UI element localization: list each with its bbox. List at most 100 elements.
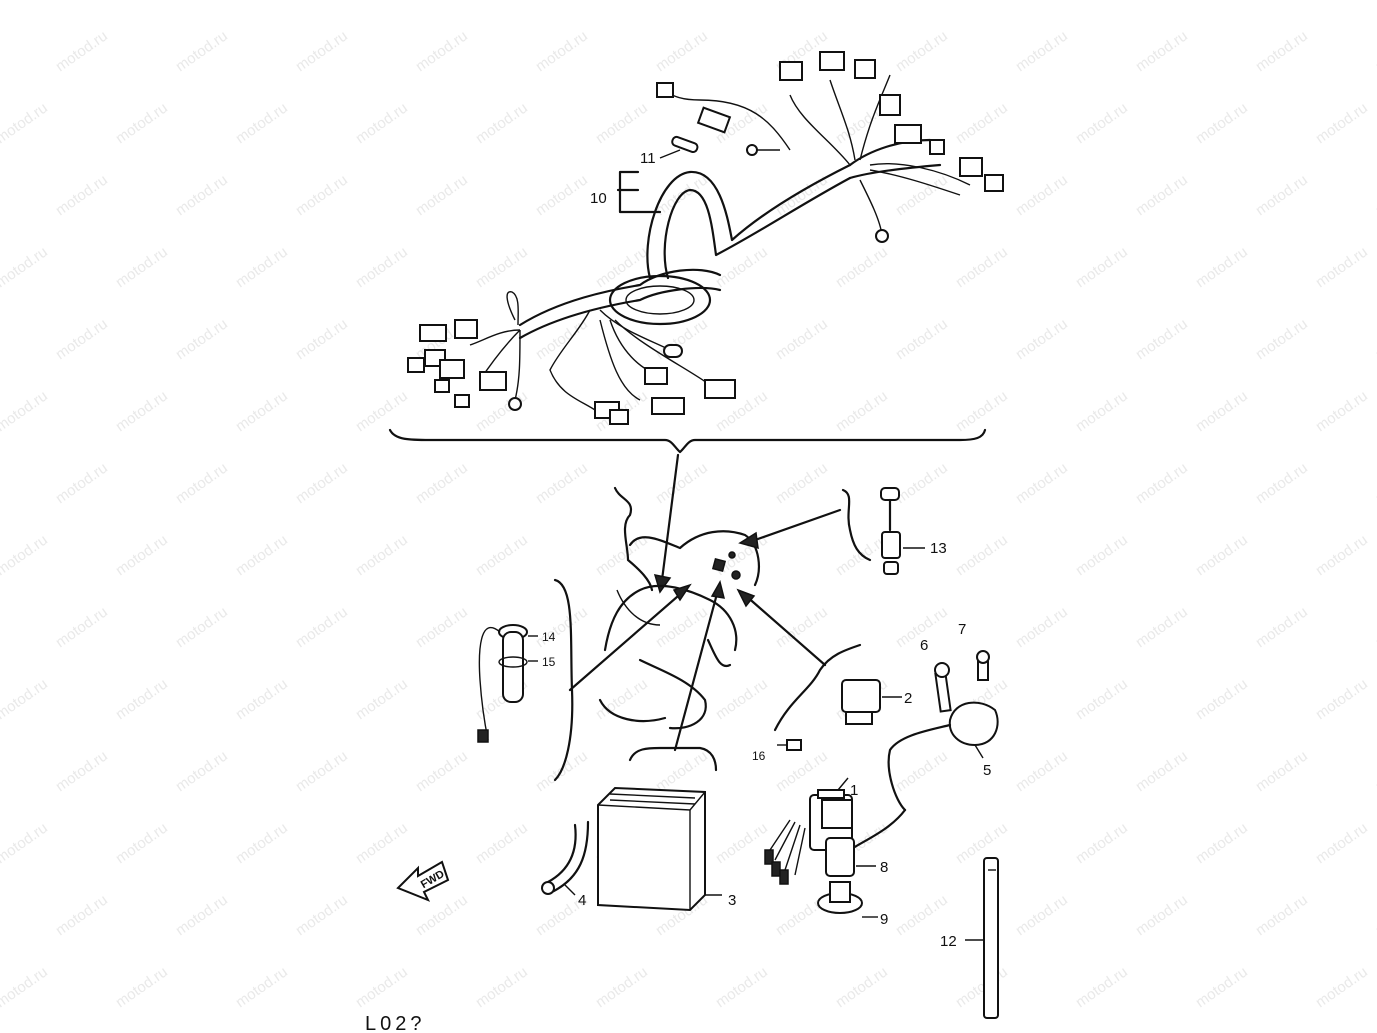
watermark-text: motod.ru [113, 963, 171, 1011]
watermark-text: motod.ru [413, 459, 471, 507]
watermark-text: motod.ru [1193, 675, 1251, 723]
watermark-text: motod.ru [653, 27, 711, 75]
watermark-text: motod.ru [1313, 0, 1371, 3]
watermark-text: motod.ru [413, 27, 471, 75]
watermark-text: motod.ru [1133, 27, 1191, 75]
watermark-text: motod.ru [773, 315, 831, 363]
watermark-text: motod.ru [1073, 387, 1131, 435]
watermark-text: motod.ru [1373, 459, 1377, 507]
watermark-text: motod.ru [353, 531, 411, 579]
callout-13: 13 [930, 540, 947, 557]
watermark-text: motod.ru [113, 531, 171, 579]
watermark-text: motod.ru [53, 459, 111, 507]
watermark-text: motod.ru [953, 819, 1011, 867]
watermark-text: motod.ru [0, 531, 51, 579]
watermark-text: motod.ru [293, 891, 351, 939]
part-13-switch [841, 487, 925, 575]
callout-3: 3 [728, 892, 736, 909]
part-5-6-7 [887, 650, 999, 812]
watermark-text: motod.ru [1313, 819, 1371, 867]
watermark-text: motod.ru [293, 27, 351, 75]
watermark-text: motod.ru [1253, 171, 1311, 219]
watermark-text: motod.ru [53, 603, 111, 651]
watermark-text: motod.ru [0, 963, 51, 1011]
watermark-text: motod.ru [1253, 891, 1311, 939]
watermark-text: motod.ru [533, 459, 591, 507]
harness-bracket [388, 428, 987, 454]
watermark-text: motod.ru [113, 243, 171, 291]
watermark-text: motod.ru [293, 459, 351, 507]
watermark-text: motod.ru [53, 315, 111, 363]
watermark-text: motod.ru [1313, 531, 1371, 579]
watermark-text: motod.ru [893, 315, 951, 363]
watermark-text: motod.ru [353, 99, 411, 147]
watermark-text: motod.ru [653, 747, 711, 795]
watermark-text: motod.ru [1193, 531, 1251, 579]
watermark-text: motod.ru [173, 27, 231, 75]
watermark-text: motod.ru [1013, 171, 1071, 219]
watermark-text: motod.ru [473, 387, 531, 435]
watermark-text: motod.ru [473, 99, 531, 147]
watermark-text: motod.ru [1133, 171, 1191, 219]
watermark-text: motod.ru [1013, 459, 1071, 507]
watermark-text: motod.ru [1013, 315, 1071, 363]
watermark-text: motod.ru [413, 891, 471, 939]
watermark-text: motod.ru [353, 675, 411, 723]
watermark-text: motod.ru [1013, 27, 1071, 75]
harness-leader [660, 453, 680, 582]
watermark-text: motod.ru [0, 819, 51, 867]
watermark-text: motod.ru [1073, 531, 1131, 579]
watermark-text: motod.ru [1013, 891, 1071, 939]
watermark-text: motod.ru [173, 459, 231, 507]
watermark-text: motod.ru [233, 963, 291, 1011]
watermark-text: motod.ru [533, 27, 591, 75]
watermark-text: motod.ru [413, 603, 471, 651]
watermark-text: motod.ru [113, 819, 171, 867]
watermark-text: motod.ru [0, 675, 51, 723]
watermark-text: motod.ru [113, 675, 171, 723]
callout-10-bracket [618, 170, 662, 214]
watermark-text: motod.ru [233, 819, 291, 867]
leader-13 [753, 508, 842, 542]
watermark-text: motod.ru [713, 819, 771, 867]
watermark-text: motod.ru [1253, 27, 1311, 75]
watermark-text: motod.ru [1073, 675, 1131, 723]
part-8-9-plug [817, 808, 907, 918]
watermark-text: motod.ru [953, 243, 1011, 291]
watermark-text: motod.ru [593, 963, 651, 1011]
callout-1: 1 [850, 782, 858, 799]
watermark-text: motod.ru [53, 747, 111, 795]
watermark-text: motod.ru [1193, 243, 1251, 291]
watermark-text: motod.ru [353, 819, 411, 867]
watermark-text: motod.ru [1313, 387, 1371, 435]
watermark-text: motod.ru [1013, 747, 1071, 795]
callout-11: 11 [640, 150, 656, 167]
watermark-text: motod.ru [0, 99, 51, 147]
watermark-text: motod.ru [1373, 315, 1377, 363]
watermark-text: motod.ru [713, 675, 771, 723]
watermark-text: motod.ru [593, 675, 651, 723]
watermark-text: motod.ru [1373, 891, 1377, 939]
callout-4: 4 [578, 892, 586, 909]
watermark-text: motod.ru [353, 0, 411, 3]
watermark-text: motod.ru [233, 0, 291, 3]
watermark-text: motod.ru [953, 387, 1011, 435]
watermark-text: motod.ru [113, 387, 171, 435]
watermark-text: motod.ru [1073, 963, 1131, 1011]
watermark-text: motod.ru [1073, 819, 1131, 867]
watermark-text: motod.ru [233, 99, 291, 147]
watermark-text: motod.ru [953, 99, 1011, 147]
watermark-text: motod.ru [0, 387, 51, 435]
watermark-text: motod.ru [713, 243, 771, 291]
watermark-text: motod.ru [593, 99, 651, 147]
part-3-battery [541, 746, 722, 912]
watermark-text: motod.ru [293, 603, 351, 651]
watermark-text: motod.ru [53, 171, 111, 219]
frame-body [598, 486, 760, 730]
watermark-text: motod.ru [353, 387, 411, 435]
watermark-text: motod.ru [233, 387, 291, 435]
watermark-text: motod.ru [1133, 891, 1191, 939]
watermark-text: motod.ru [533, 171, 591, 219]
watermark-text: motod.ru [473, 963, 531, 1011]
leader-battery [673, 588, 720, 752]
